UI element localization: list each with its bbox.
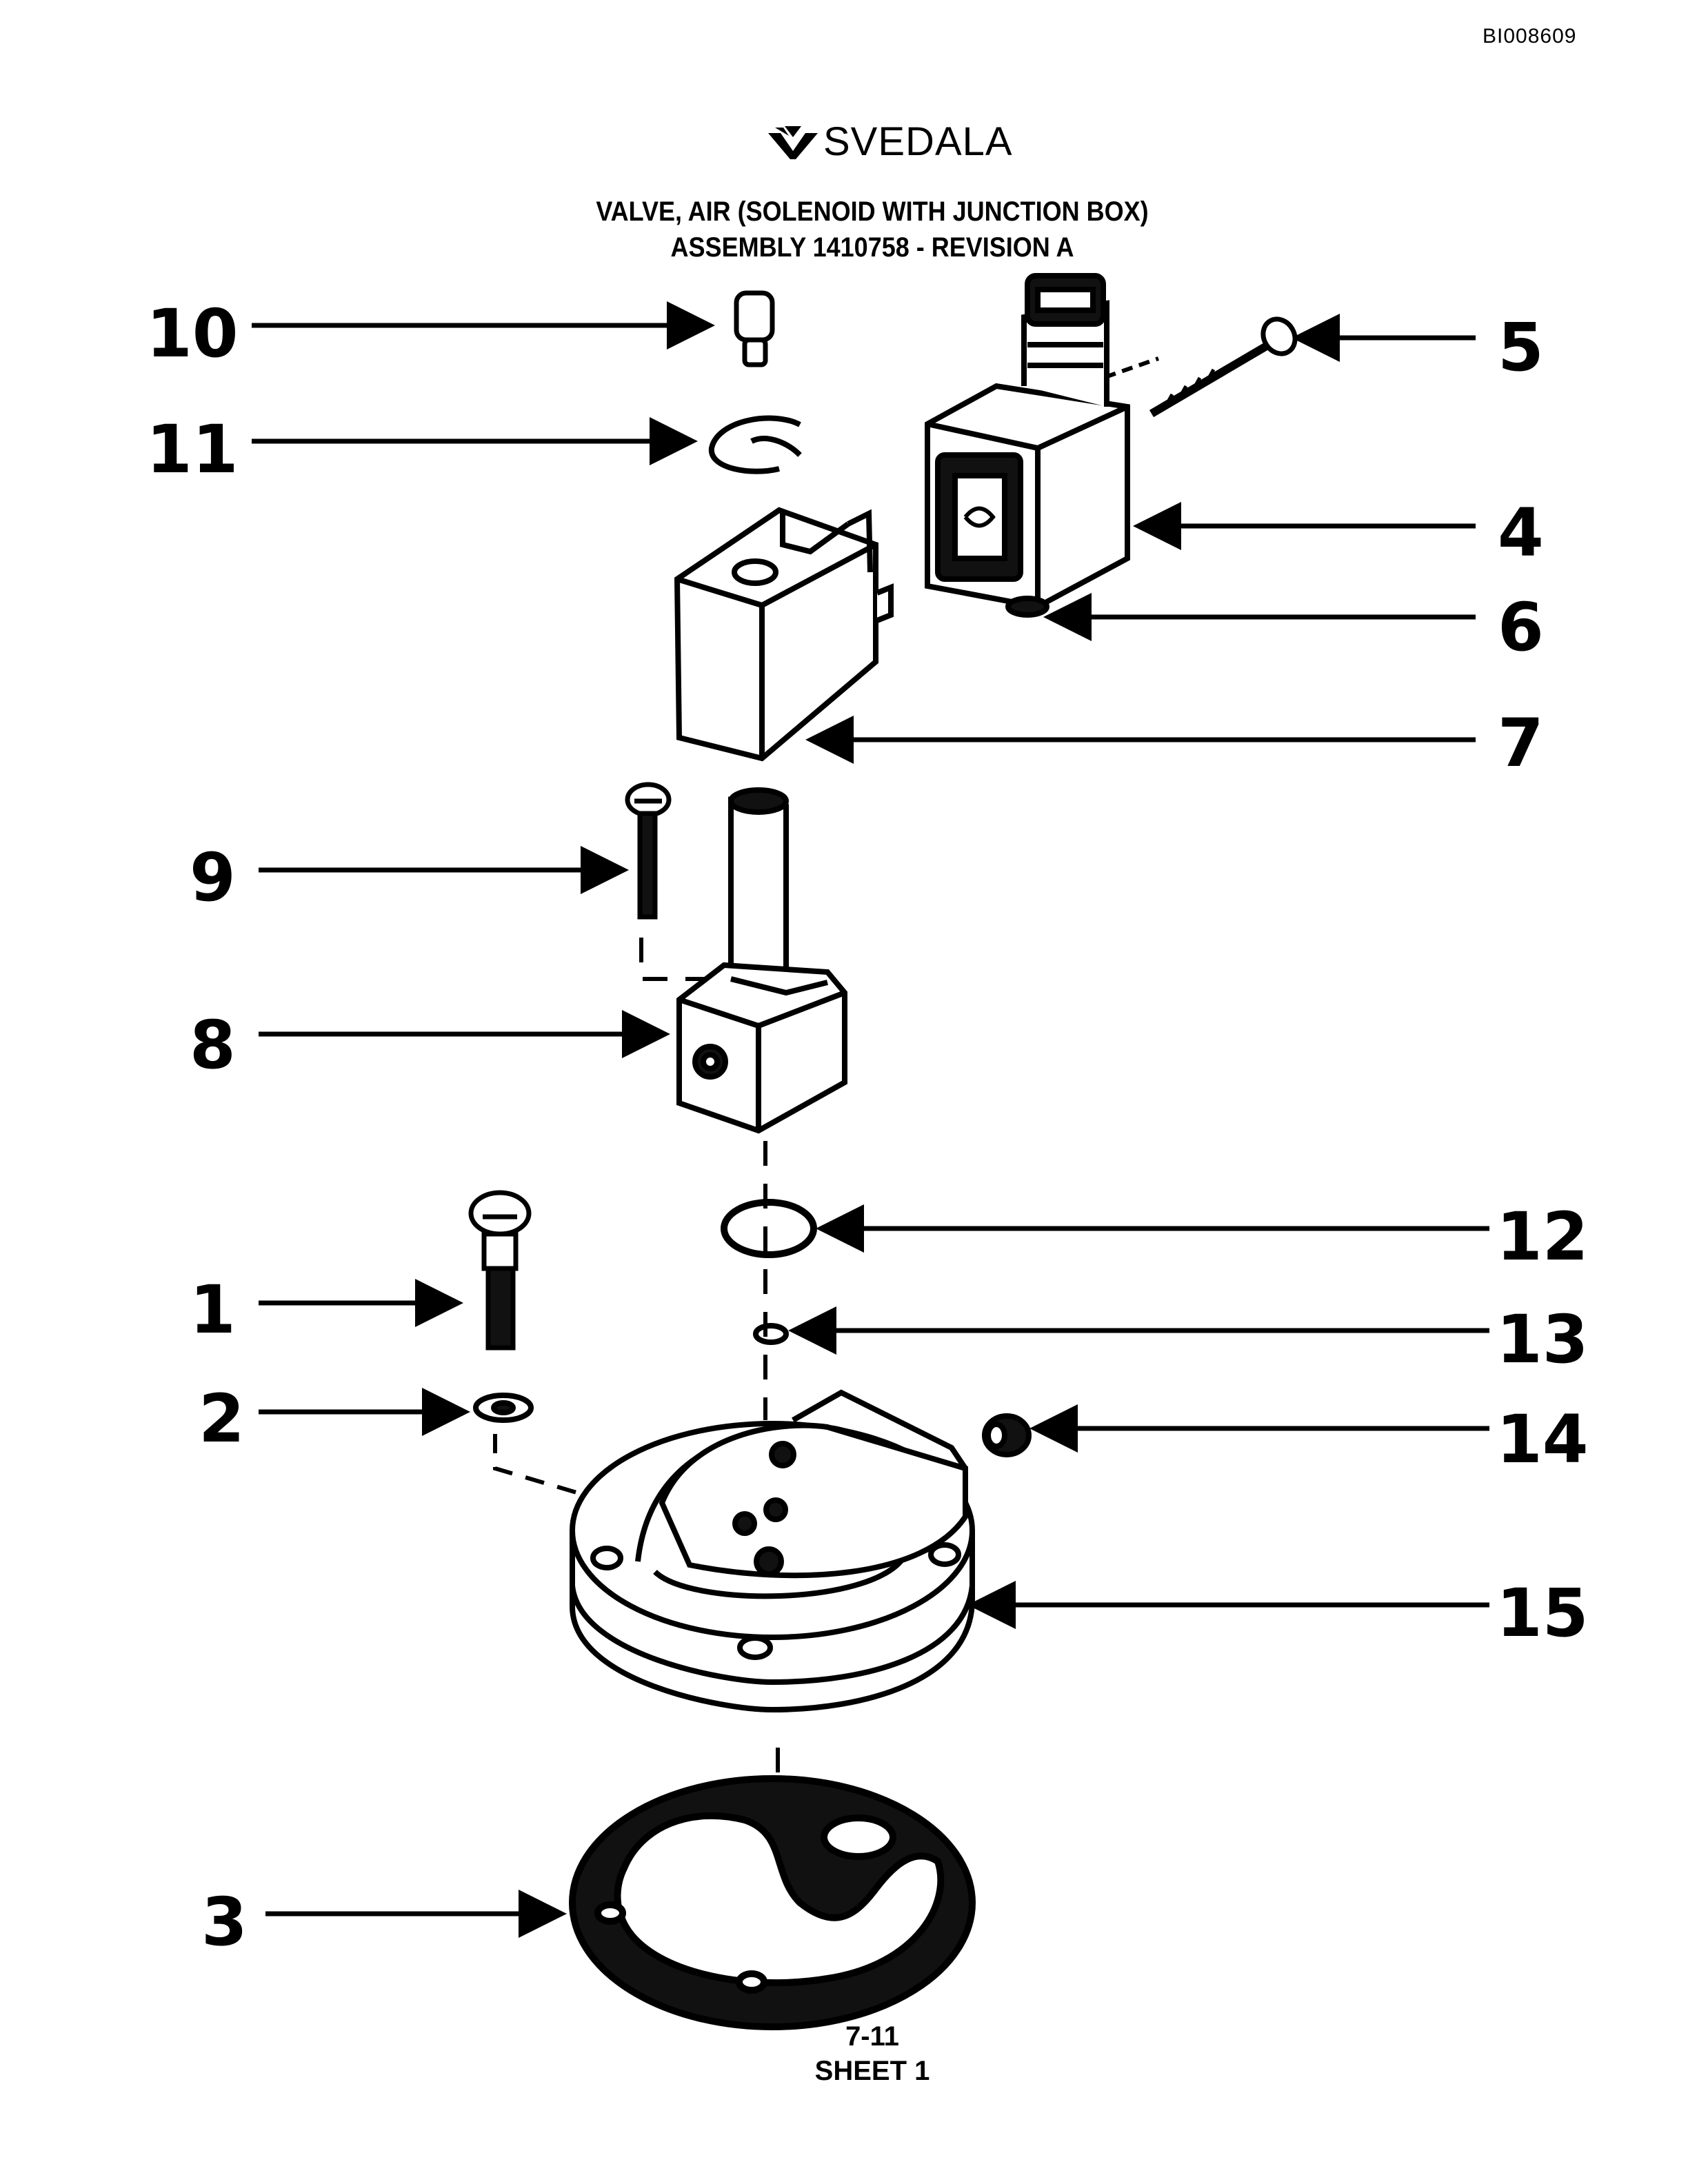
part-5-screw [1149,316,1298,418]
drawing-title: VALVE, AIR (SOLENOID WITH JUNCTION BOX) [596,196,1149,227]
callout-1: 1 [190,1271,236,1348]
part-13-small-o-ring [753,1323,789,1345]
callout-10: 10 [146,295,239,372]
part-3-gasket [569,1775,976,2030]
callout-13: 13 [1496,1301,1589,1378]
part-2-washer [473,1393,534,1423]
callout-7: 7 [1498,705,1544,782]
callout-8: 8 [190,1007,236,1084]
callout-4: 4 [1498,494,1544,572]
part-1-screw [468,1190,532,1351]
page-number: 7-11 [845,2021,899,2052]
part-7-solenoid-coil [674,507,894,762]
part-12-o-ring [721,1199,817,1258]
callout-14: 14 [1496,1401,1589,1478]
callout-15: 15 [1496,1575,1589,1652]
sheet-label: SHEET 1 [814,2056,930,2086]
callout-9: 9 [190,839,236,916]
leader-lines [252,301,1489,1938]
callout-6: 6 [1498,589,1544,666]
callout-5: 5 [1498,309,1544,386]
part-9-screw [625,782,672,920]
part-10-cap [734,290,775,367]
part-11-clip [708,415,802,474]
part-14-plug [982,1413,1032,1457]
callout-11: 11 [146,411,239,488]
callout-2: 2 [199,1380,245,1457]
brand-name: SVEDALA [823,119,1013,164]
svedala-mark-icon [768,126,818,159]
brand-logo: SVEDALA [765,117,1014,165]
document-id: BI008609 [1483,25,1577,48]
assembly-subtitle: ASSEMBLY 1410758 - REVISION A [670,232,1074,263]
part-15-base-plate [570,1389,975,1713]
callout-3: 3 [201,1883,248,1961]
part-8-valve-body [676,787,847,1134]
part-4-junction-box [925,273,1130,618]
callout-12: 12 [1496,1198,1589,1275]
